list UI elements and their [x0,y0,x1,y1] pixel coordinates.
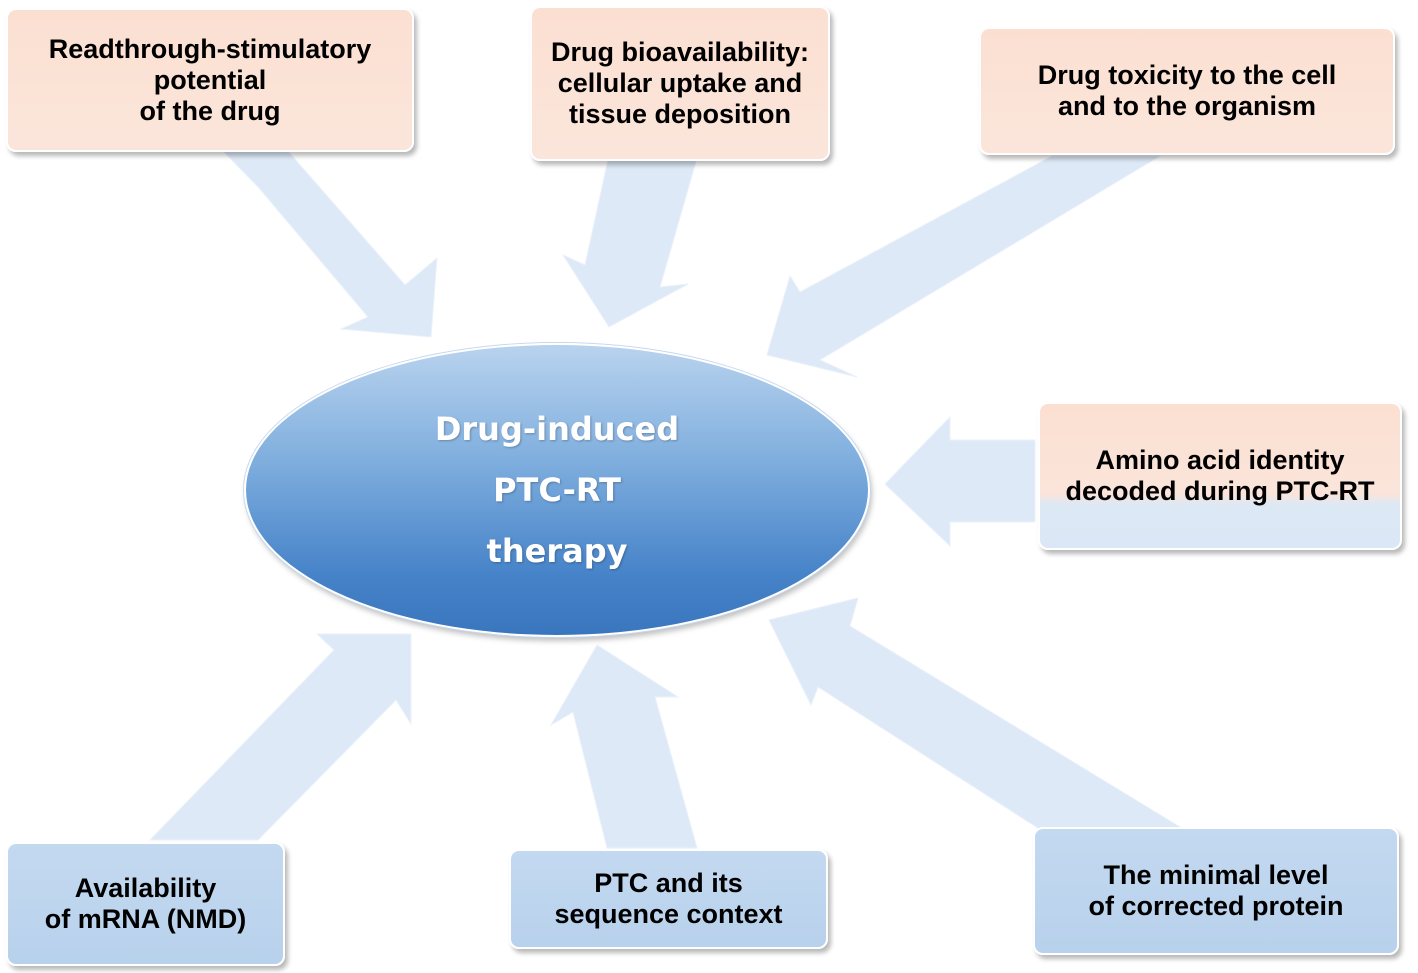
therapy-label-line: therapy [486,531,628,570]
arrow-amino-acid [884,415,1036,548]
arrow-toxicity [766,155,1162,378]
factor-readthrough-box: Readthrough-stimulatory potential of the… [6,8,414,152]
factor-text-line: PTC and its [594,868,743,898]
factor-text-line: cellular uptake and [557,68,803,98]
factor-text-line: decoded during PTC-RT [1065,476,1375,506]
factor-text-line: Drug toxicity to the cell [1037,60,1337,90]
therapy-label-line: Drug-induced [434,409,680,448]
factor-text-line: Drug bioavailability: [550,37,810,67]
factor-text-line: Availability [74,873,217,903]
arrow-readthrough [220,149,438,338]
factor-text-line: of corrected protein [1088,891,1344,921]
factor-protein-level-box: The minimal level of corrected protein [1033,827,1399,955]
factor-text-line: Readthrough-stimulatory [48,33,372,64]
arrow-bioavailability [561,154,698,328]
factor-text-line: potential [153,64,267,95]
arrow-ptc-context [549,644,698,849]
therapy-ellipse [244,343,870,637]
factor-toxicity-box: Drug toxicity to the cell and to the org… [979,27,1395,155]
factor-text-line: of the drug [139,95,281,126]
factor-amino-acid-box: Amino acid identity decoded during PTC-R… [1038,402,1402,550]
factor-text-line: The minimal level [1103,860,1329,890]
factor-bioavailability-box: Drug bioavailability: cellular uptake an… [530,6,830,161]
factor-text-line: tissue deposition [568,99,792,129]
factor-text-line: Amino acid identity [1095,445,1345,475]
arrow-mrna [148,633,412,841]
factor-text-line: of mRNA (NMD) [44,904,247,934]
factor-ptc-context-box: PTC and its sequence context [509,849,828,949]
therapy-label: Drug-induced PTC-RT therapy [244,343,870,637]
arrow-protein-level [768,597,1187,831]
factor-text-line: sequence context [554,899,783,929]
therapy-label-line: PTC-RT [493,470,621,509]
factor-text-line: and to the organism [1057,91,1317,121]
factor-mrna-box: Availability of mRNA (NMD) [6,842,285,966]
